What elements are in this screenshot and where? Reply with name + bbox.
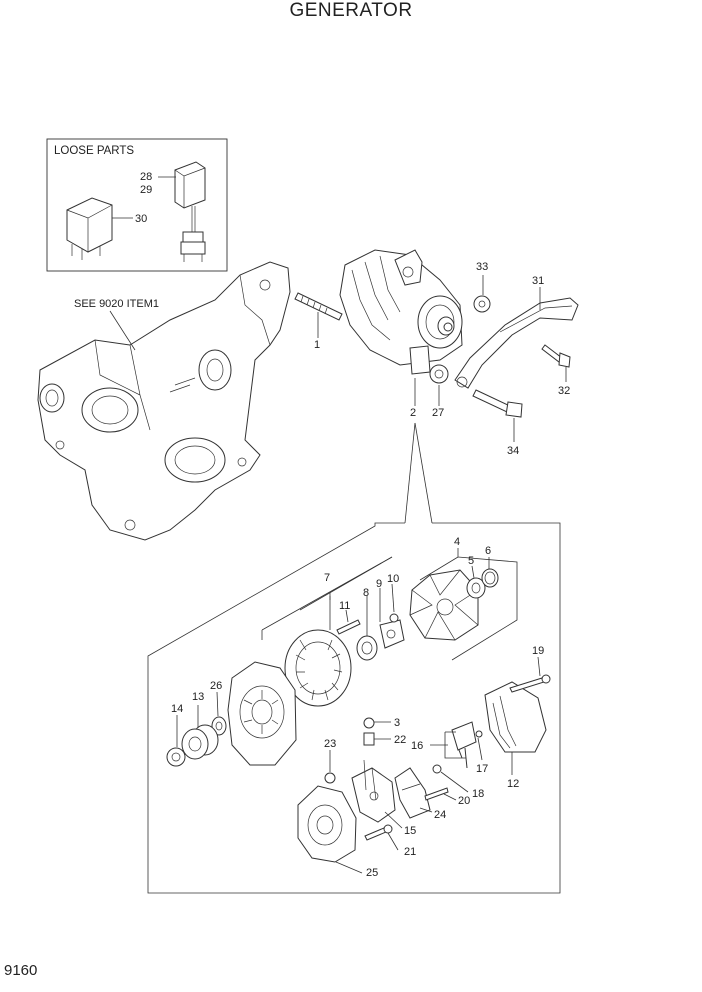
callout-23: 23: [324, 738, 336, 750]
timing-case-housing: [37, 261, 291, 541]
callout-12: 12: [507, 778, 519, 790]
callout-3: 3: [394, 717, 400, 729]
rotor-part-4: [409, 569, 479, 641]
callout-14: 14: [171, 703, 183, 715]
reference-note: SEE 9020 ITEM1: [74, 298, 159, 310]
nut-part-3: [363, 717, 375, 729]
callout-27: 27: [432, 407, 444, 419]
stator-part-7: [284, 629, 352, 707]
loose-parts-title: LOOSE PARTS: [54, 145, 134, 157]
callout-26: 26: [210, 680, 222, 692]
ring-part-6: [481, 568, 499, 588]
nut-part-23: [324, 772, 336, 784]
page-title: GENERATOR: [289, 0, 413, 21]
insulator-part-22: [363, 732, 375, 746]
callout-5: 5: [468, 555, 474, 567]
callout-19: 19: [532, 645, 544, 657]
callout-4: 4: [454, 536, 460, 548]
callout-25: 25: [366, 867, 378, 879]
adjust-bracket-part-31: [454, 297, 579, 389]
callout-29: 29: [140, 184, 152, 196]
rectifier-part-15: [351, 759, 396, 823]
callout-18: 18: [472, 788, 484, 800]
callout-10: 10: [387, 573, 399, 585]
callout-15: 15: [404, 825, 416, 837]
nut-part-18: [432, 764, 442, 774]
callout-8: 8: [363, 587, 369, 599]
callout-16: 16: [411, 740, 423, 752]
callout-28: 28: [140, 171, 152, 183]
bolt-part-34: [472, 389, 523, 418]
nut-part-27: [429, 364, 449, 384]
callout-7: 7: [324, 572, 330, 584]
brush-holder-part-16: [451, 721, 477, 769]
bolt-part-21: [364, 824, 393, 841]
rear-frame-part-25: [297, 785, 357, 863]
bolt-part-11: [336, 619, 361, 635]
callout-33: 33: [476, 261, 488, 273]
plate-part-9: [379, 619, 405, 649]
generator-assembly: [339, 249, 463, 375]
callout-6: 6: [485, 545, 491, 557]
callout-21: 21: [404, 846, 416, 858]
callout-32: 32: [558, 385, 570, 397]
regulator-part-24: [394, 767, 431, 819]
exploded-view-frame: [147, 522, 561, 894]
callout-1: 1: [314, 339, 320, 351]
bearing-part-8: [356, 635, 378, 661]
sensor-part-28-29: [174, 161, 206, 262]
callout-24: 24: [434, 809, 446, 821]
spacer-part-33: [473, 295, 491, 313]
bolt-part-20: [424, 787, 449, 801]
screw-part-10: [389, 613, 399, 623]
relay-part-30: [66, 197, 113, 260]
bearing-part-5: [466, 577, 486, 599]
callout-17: 17: [476, 763, 488, 775]
bolt-part-32: [541, 344, 571, 368]
bolt-part-19: [509, 674, 551, 693]
rear-cover-part-12: [484, 681, 547, 753]
spring-part-17: [475, 730, 483, 738]
pulley-part-13: [181, 724, 219, 760]
callout-30: 30: [135, 213, 147, 225]
callout-20: 20: [458, 795, 470, 807]
stud-part-1: [294, 292, 343, 321]
callout-22: 22: [394, 734, 406, 746]
callout-13: 13: [192, 691, 204, 703]
callout-9: 9: [376, 578, 382, 590]
loose-parts-box: LOOSE PARTS: [46, 138, 228, 272]
callout-34: 34: [507, 445, 519, 457]
drive-end-frame: [227, 661, 297, 766]
nut-part-14: [166, 747, 186, 767]
callout-11: 11: [339, 600, 350, 612]
callout-2: 2: [410, 407, 416, 419]
page-number: 9160: [4, 962, 38, 979]
callout-labels: 1 2 3 4 5 6 7 8 9 10 11 12 13 14 15 16 1…: [135, 171, 570, 879]
callout-31: 31: [532, 275, 544, 287]
